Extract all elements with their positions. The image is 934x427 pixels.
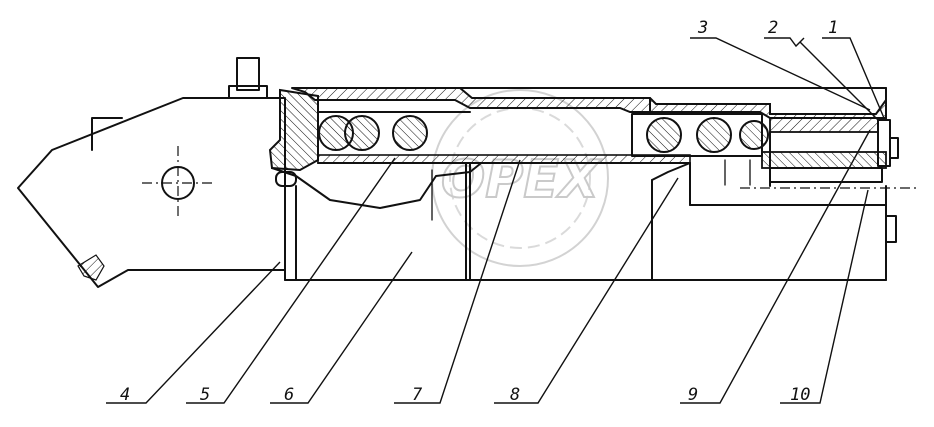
- callout-10: 10: [790, 385, 810, 405]
- ball-group-right: [631, 113, 769, 157]
- callout-9: 9: [688, 385, 698, 405]
- inner-tube: [317, 154, 691, 164]
- callout-1: 1: [828, 18, 838, 38]
- callout-labels: 1 2 3 4 5 6 7 8 9 10: [120, 18, 838, 405]
- left-housing: [17, 57, 286, 288]
- callout-7: 7: [412, 385, 423, 405]
- ball-group-left: [317, 111, 471, 151]
- callout-2: 2: [768, 18, 778, 38]
- callout-3: 3: [697, 18, 708, 38]
- left-collar: [268, 88, 319, 172]
- callout-6: 6: [284, 385, 294, 405]
- outer-sleeve: [291, 87, 887, 119]
- watermark: OPEX: [431, 89, 609, 267]
- callout-5: 5: [200, 385, 210, 405]
- lower-body: [271, 159, 897, 281]
- callout-4: 4: [120, 385, 130, 405]
- callout-8: 8: [510, 385, 520, 405]
- leader-lines: [106, 37, 885, 404]
